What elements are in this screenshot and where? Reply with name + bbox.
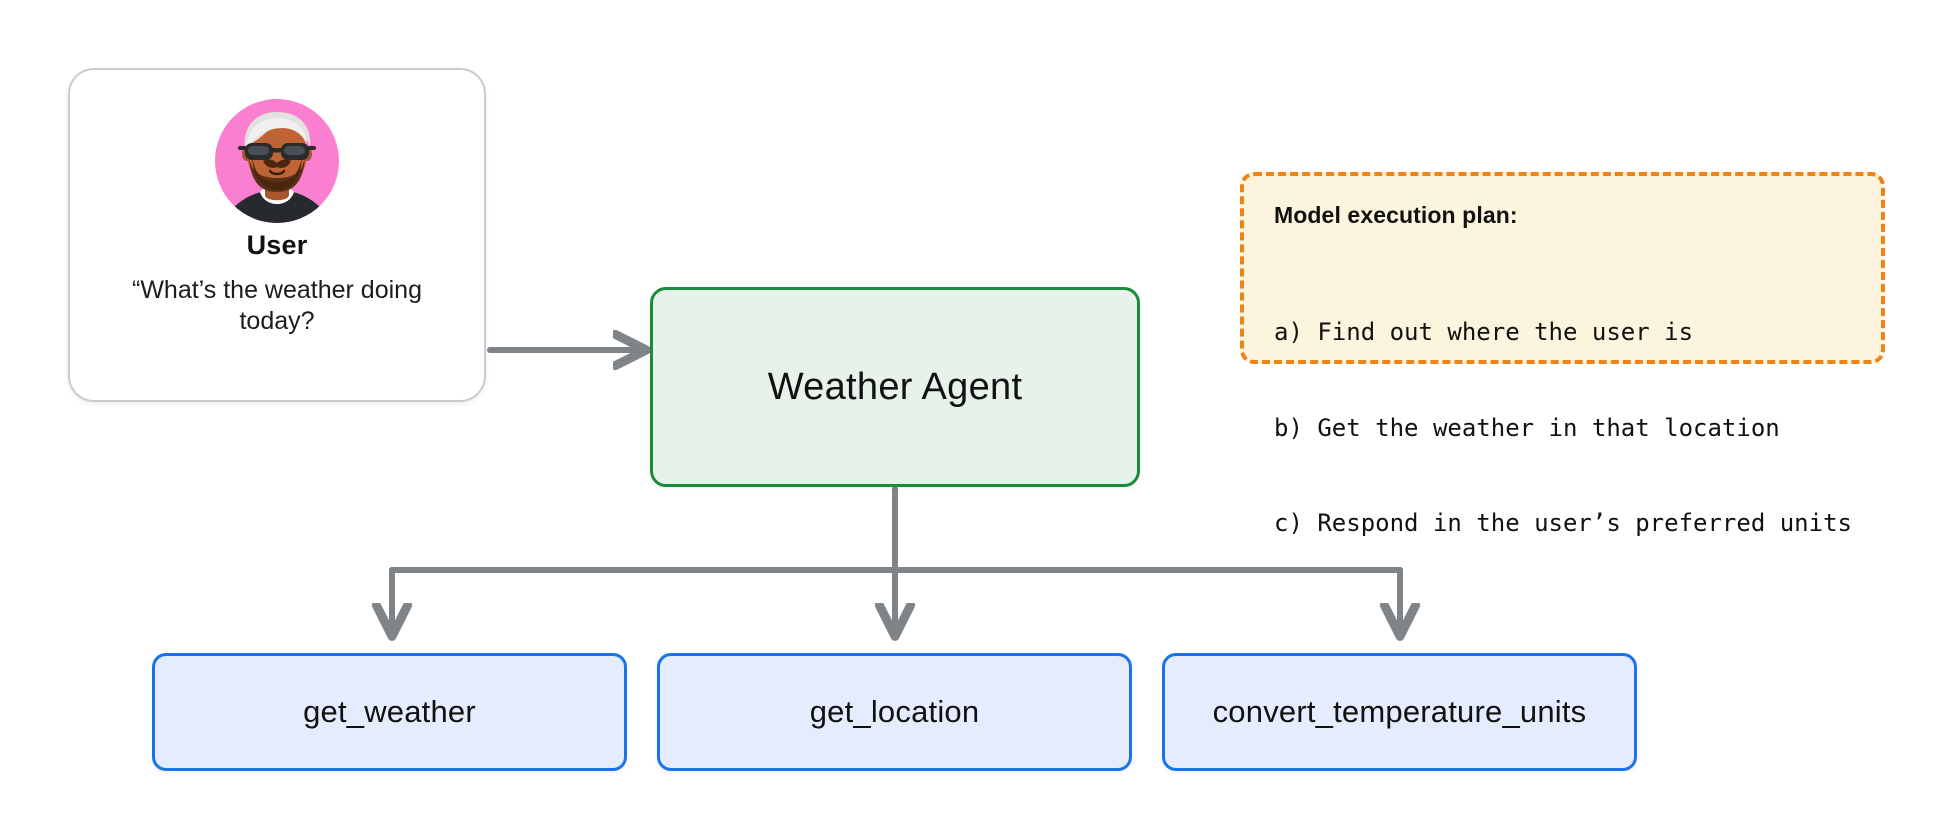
- plan-title: Model execution plan:: [1274, 202, 1518, 228]
- plan-step: b) Get the weather in that location: [1274, 413, 1780, 442]
- tool-box-get-location[interactable]: get_location: [657, 653, 1132, 771]
- tool-box-get-weather[interactable]: get_weather: [152, 653, 627, 771]
- tool-box-convert-temperature-units[interactable]: convert_temperature_units: [1162, 653, 1637, 771]
- agent-to-tools-tree: [392, 486, 1400, 628]
- user-quote: “What’s the weather doing today?: [132, 276, 422, 336]
- plan-step: a) Find out where the user is: [1274, 317, 1694, 346]
- user-avatar-icon: [212, 96, 342, 226]
- user-card: User “What’s the weather doing today?: [68, 68, 486, 402]
- weather-agent-box[interactable]: Weather Agent: [650, 287, 1140, 487]
- tool-label: convert_temperature_units: [1212, 694, 1587, 729]
- user-name: User: [246, 230, 308, 260]
- plan-step-list: a) Find out where the user is b) Get the…: [1274, 253, 1852, 604]
- model-execution-plan-note: Model execution plan: a) Find out where …: [1240, 172, 1885, 537]
- tool-label: get_location: [809, 694, 980, 729]
- plan-step: c) Respond in the user’s preferred units: [1274, 509, 1852, 538]
- weather-agent-label: Weather Agent: [767, 365, 1023, 408]
- tool-label: get_weather: [303, 694, 476, 729]
